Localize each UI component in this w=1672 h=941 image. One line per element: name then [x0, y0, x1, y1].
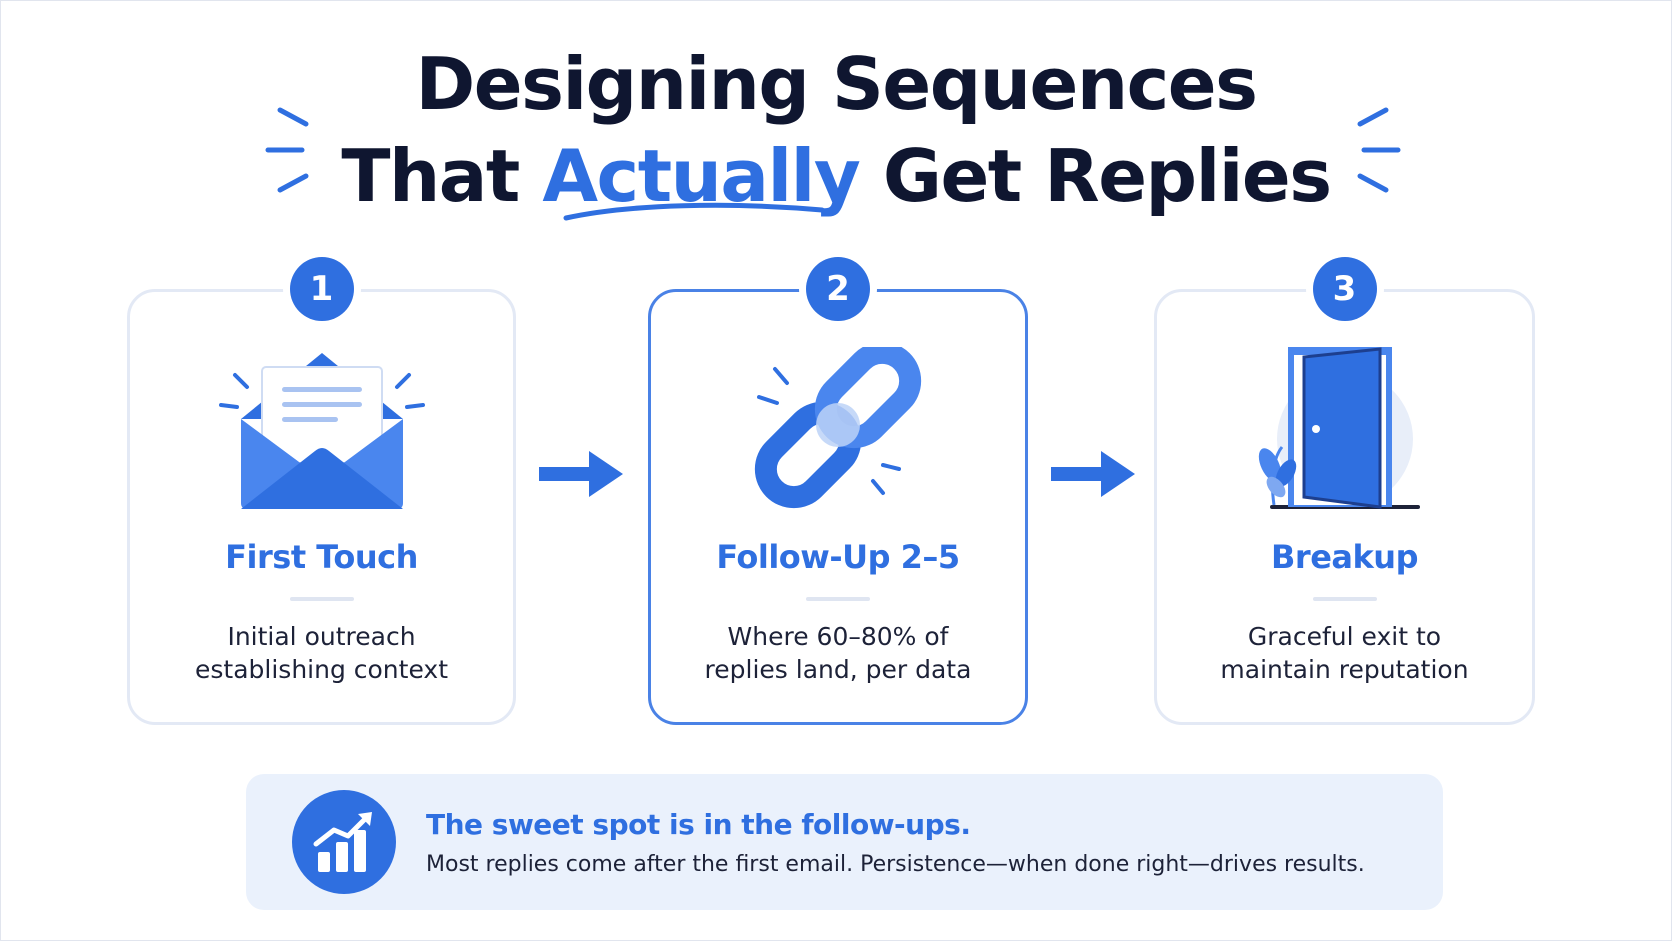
key-insight-callout: The sweet spot is in the follow-ups. Mos… [246, 774, 1443, 910]
spark-right-icon [1357, 107, 1401, 193]
title-line-1: Designing Sequences [415, 42, 1258, 126]
growth-chart-icon [292, 790, 396, 894]
open-door-icon [1258, 347, 1420, 509]
step-description-line: Where 60–80% of [727, 622, 949, 651]
accent-underline-icon [563, 202, 825, 221]
step-description-line: establishing context [195, 655, 448, 684]
step-description-line: replies land, per data [704, 655, 972, 684]
step-description-line: Initial outreach [227, 622, 416, 651]
arrow-right-icon [539, 451, 623, 497]
spark-left-icon [265, 107, 309, 193]
step-divider [289, 597, 354, 601]
step-description: Graceful exit to maintain reputation [1157, 620, 1532, 686]
step-card-first-touch: 1 First Touch Initial outreach establish… [127, 257, 516, 725]
step-description: Initial outreach establishing context [130, 620, 513, 686]
step-description-line: maintain reputation [1220, 655, 1469, 684]
step-title: First Touch [225, 538, 418, 576]
callout-heading: The sweet spot is in the follow-ups. [426, 808, 971, 841]
page-title: Designing Sequences That Actually Get Re… [0, 38, 1672, 222]
title-part-before: That [341, 134, 543, 218]
step-description: Where 60–80% of replies land, per data [651, 620, 1025, 686]
step-number-badge: 3 [1312, 257, 1377, 321]
title-part-after: Get Replies [859, 134, 1332, 218]
callout-body: Most replies come after the first email.… [426, 852, 1365, 877]
step-divider [806, 597, 870, 601]
chain-link-icon [754, 347, 922, 509]
step-number-badge: 1 [289, 257, 354, 321]
step-card-breakup: 3 Breakup Graceful exit to maintain repu… [1154, 257, 1535, 725]
step-number-badge: 2 [806, 257, 870, 321]
step-description-line: Graceful exit to [1247, 622, 1442, 651]
envelope-icon [218, 353, 425, 509]
title-line-2: That Actually Get Replies [0, 130, 1672, 222]
step-title: Breakup [1271, 538, 1418, 576]
step-title: Follow-Up 2–5 [716, 538, 960, 576]
step-divider [1312, 597, 1377, 601]
step-card-follow-up: 2 Follow-Up 2–5 Where 60–80% of replies … [648, 257, 1028, 725]
arrow-right-icon [1051, 451, 1135, 497]
